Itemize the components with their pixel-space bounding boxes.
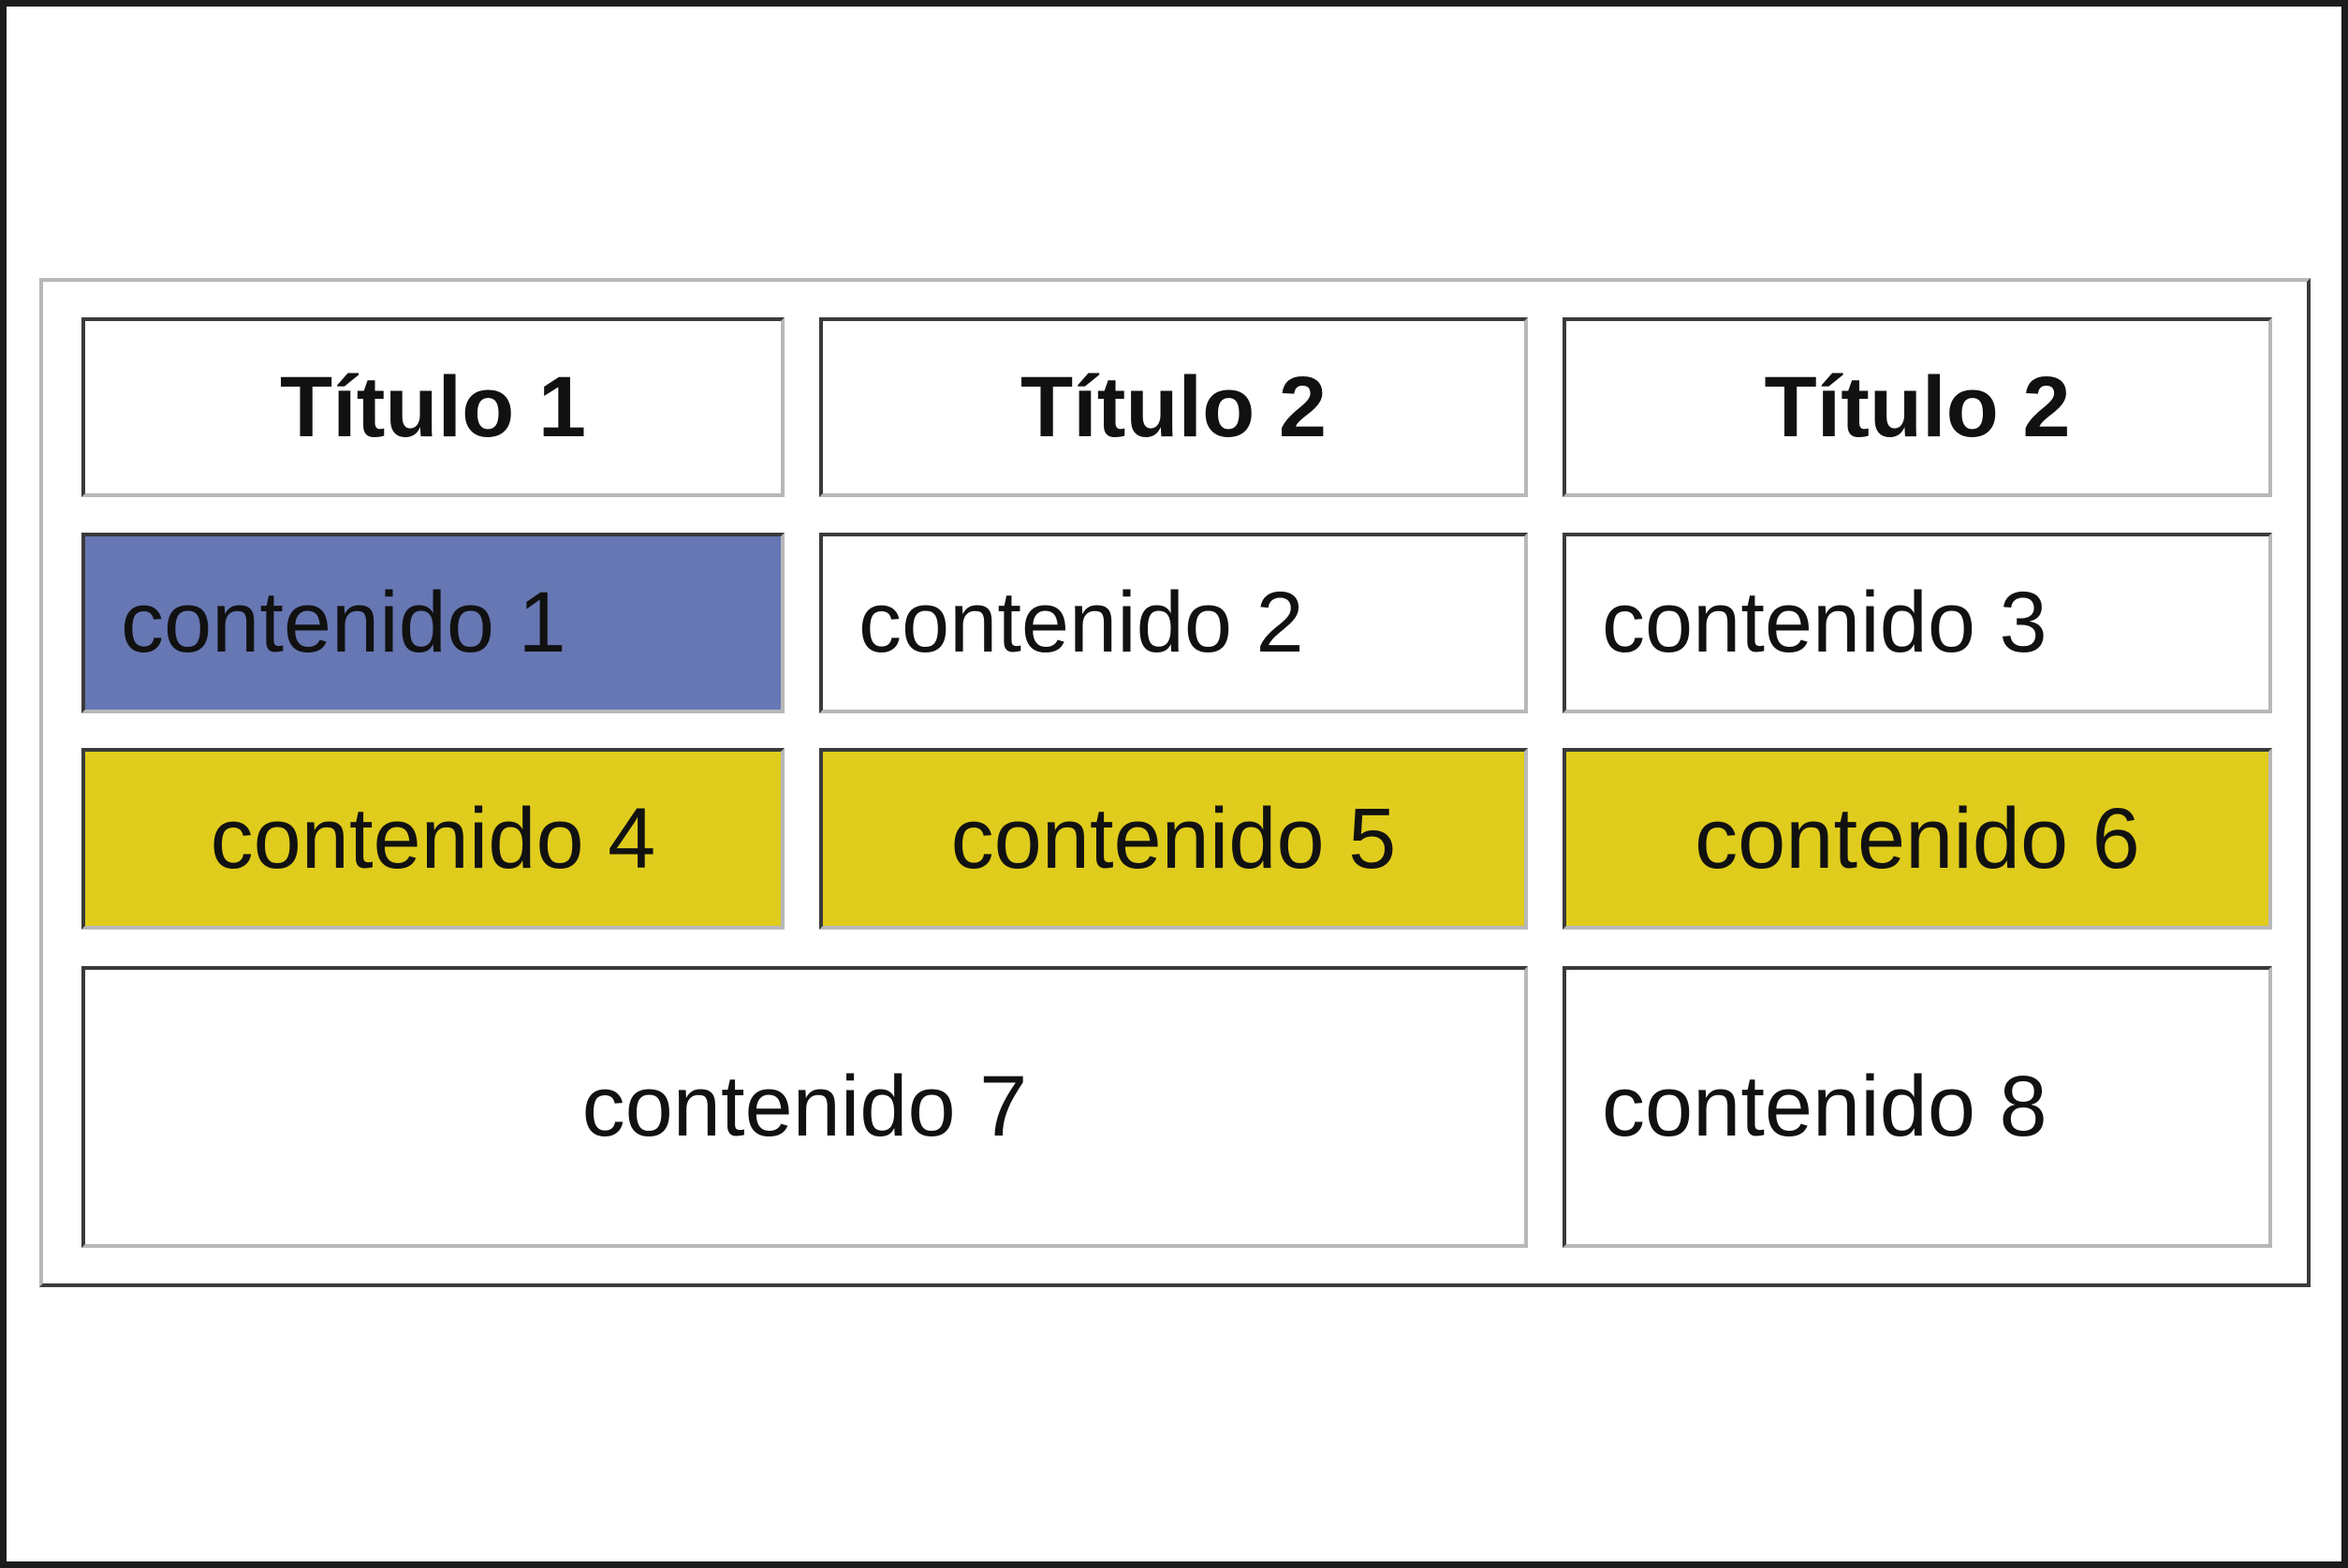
table-cell-contenido-8: contenido 8 (1563, 966, 2272, 1248)
table-cell-contenido-6: contenido 6 (1563, 748, 2272, 930)
table-cell-contenido-1: contenido 1 (81, 533, 785, 713)
table-cell-contenido-7-colspan: contenido 7 (81, 966, 1528, 1248)
table-cell-contenido-5: contenido 5 (819, 748, 1528, 930)
table-header-cell-3: Título 2 (1563, 317, 2272, 497)
table-cell-contenido-2: contenido 2 (819, 533, 1528, 713)
table-header-cell-1: Título 1 (81, 317, 785, 497)
table-cell-contenido-4: contenido 4 (81, 748, 785, 930)
data-table: Título 1 Título 2 Título 2 contenido 1 c… (39, 278, 2311, 1287)
table-header-cell-2: Título 2 (819, 317, 1528, 497)
table-cell-contenido-3: contenido 3 (1563, 533, 2272, 713)
